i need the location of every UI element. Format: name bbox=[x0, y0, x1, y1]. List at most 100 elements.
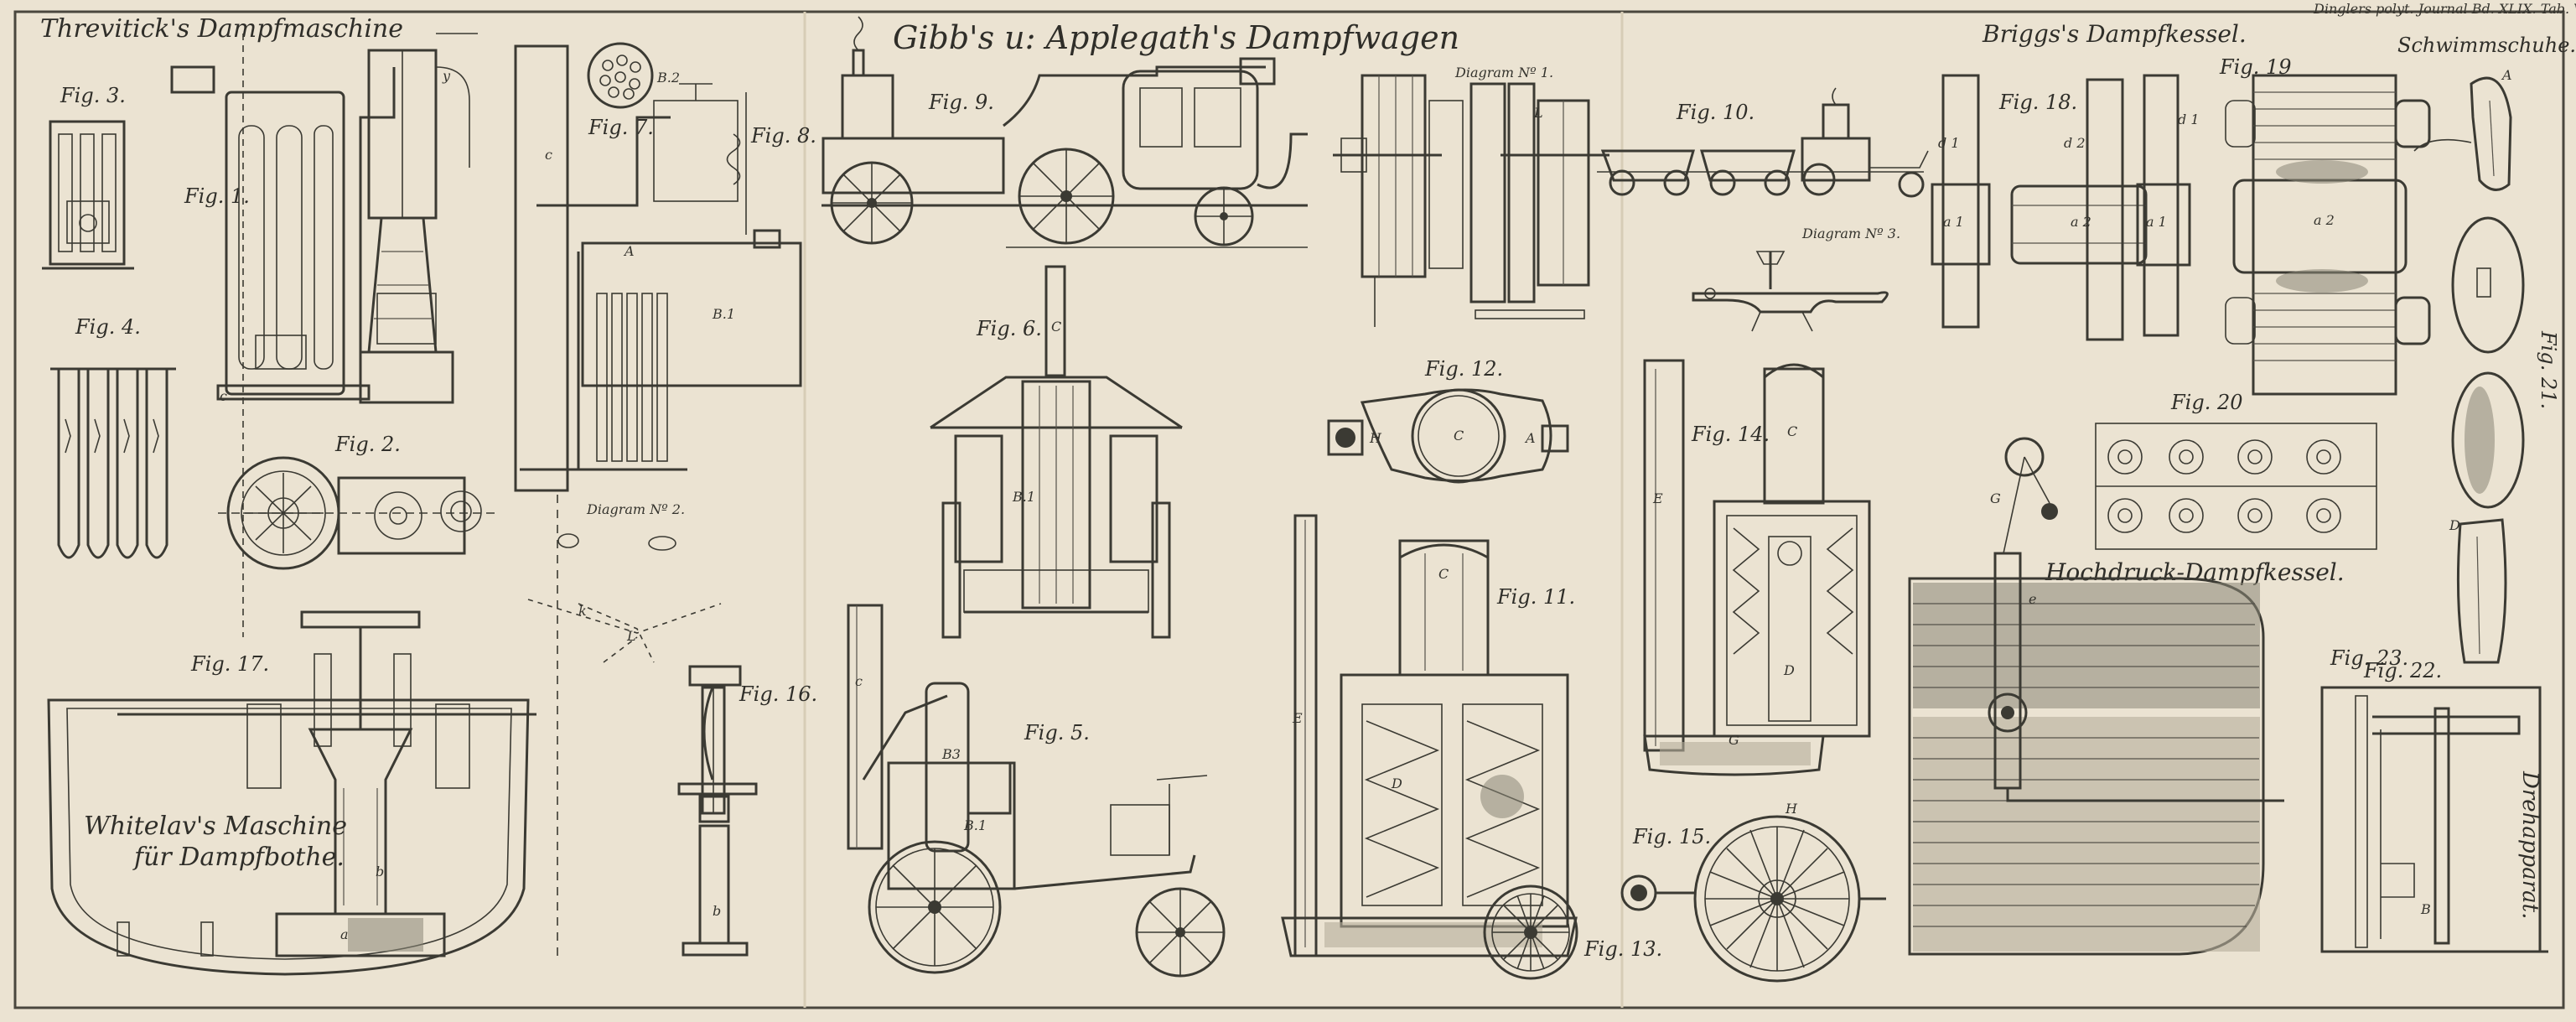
heading-dingler-journal: Dinglers polyt. Journal Bd. XLIX. Tab. V… bbox=[2313, 1, 2576, 17]
fig-15: Fig. 15. H bbox=[1620, 801, 1886, 983]
whitelaw-title-2: für Dampfbothe. bbox=[132, 843, 345, 872]
label-fig-9: Fig. 9. bbox=[928, 91, 994, 114]
letter-e-fig11: E bbox=[1292, 710, 1303, 726]
letter-a-fig7: A bbox=[623, 243, 635, 259]
label-fig-17: Fig. 17. bbox=[190, 652, 269, 676]
letter-c-fig11: C bbox=[1438, 566, 1449, 582]
fig-19: Fig. 19 a 2 bbox=[2219, 55, 2431, 396]
letter-h-fig15: H bbox=[1785, 801, 1798, 817]
letter-a2-fig18: a 2 bbox=[2071, 214, 2091, 230]
heading-briggs: Briggs's Dampfkessel. bbox=[1982, 20, 2247, 48]
letter-b2: B.2 bbox=[656, 70, 680, 86]
letter-b-fig17: b bbox=[376, 864, 384, 879]
letter-y: y bbox=[442, 68, 451, 84]
label-fig-23: Fig. 23. bbox=[2330, 646, 2408, 670]
label-fig-14: Fig. 14. bbox=[1691, 423, 1770, 446]
fig-12: Fig. 12. C H A bbox=[1327, 357, 1569, 484]
whitelaw-title-1: Whitelav's Maschine bbox=[84, 812, 347, 841]
label-diagram-1: Diagram Nº 1. bbox=[1454, 65, 1553, 80]
letter-a2-fig19: a 2 bbox=[2314, 212, 2335, 228]
label-fig-1: Fig. 1. bbox=[184, 184, 250, 208]
letter-d-fig21: D bbox=[2449, 517, 2460, 533]
label-diagram-3: Diagram Nº 3. bbox=[1801, 226, 1900, 241]
label-fig-15: Fig. 15. bbox=[1632, 825, 1711, 848]
label-fig-10: Fig. 10. bbox=[1676, 101, 1754, 124]
letter-g-fig14: G bbox=[1729, 732, 1739, 748]
label-fig-20: Fig. 20 bbox=[2170, 391, 2243, 414]
fig-10: Fig. 10. bbox=[1597, 87, 1929, 198]
letter-b-fig16: b bbox=[713, 903, 721, 919]
fig-21: Fig. 21. A D bbox=[2413, 67, 2560, 664]
letter-d1-fig18: d 1 bbox=[1938, 135, 1960, 151]
letter-a-fig17: a bbox=[340, 926, 349, 942]
hochdruck-title: Hochdruck-Dampfkessel. bbox=[2045, 558, 2345, 586]
fig-4: Fig. 4. bbox=[50, 315, 176, 559]
label-fig-22: Fig. 22. bbox=[2363, 659, 2442, 682]
letter-a1b-fig18: a 1 bbox=[2146, 214, 2167, 230]
heading-gibbs-applegath: Gibb's u: Applegath's Dampfwagen bbox=[893, 19, 1459, 56]
fig-14: Fig. 14. E C D G bbox=[1643, 359, 1871, 776]
label-fig-16: Fig. 16. bbox=[739, 682, 817, 706]
fig-20: Fig. 20 bbox=[2095, 391, 2377, 550]
heading-trevithick: Threvitick's Dampfmaschine bbox=[40, 14, 403, 44]
fig-5: Fig. 5. B3 B.1 c bbox=[847, 604, 1226, 978]
plate-border bbox=[13, 10, 2565, 1009]
letter-c-fig14: C bbox=[1787, 423, 1797, 439]
label-diagram-2: Diagram Nº 2. bbox=[586, 501, 685, 517]
fig-13: Fig. 13. bbox=[1483, 885, 1662, 980]
label-fig-3: Fig. 3. bbox=[60, 84, 126, 107]
fig-7-8: c B.2 Fig. 7. Fig. 8. B.1 A bbox=[514, 42, 816, 492]
label-fig-11: Fig. 11. bbox=[1496, 585, 1575, 609]
fig-22: Fig. 22. B Drehapparat. bbox=[2320, 659, 2548, 953]
fig-1: Fig. 1. y c bbox=[170, 33, 478, 637]
label-fig-4: Fig. 4. bbox=[75, 315, 141, 339]
letter-d2-fig18: d 2 bbox=[2064, 135, 2086, 151]
letter-e-fig23: e bbox=[2029, 591, 2036, 607]
label-fig-12: Fig. 12. bbox=[1424, 357, 1503, 381]
letter-a1-fig18: a 1 bbox=[1943, 214, 1964, 230]
letter-a-fig21: A bbox=[2501, 67, 2512, 83]
letter-b1-fig6: B.1 bbox=[1012, 489, 1035, 505]
fig-16: Fig. 16. b bbox=[677, 665, 817, 957]
letter-l-diag1: L bbox=[1533, 105, 1543, 121]
label-fig-21: Fig. 21. bbox=[2537, 330, 2560, 409]
label-fig-2: Fig. 2. bbox=[334, 433, 401, 456]
diagram-3: Diagram Nº 3. bbox=[1692, 226, 1900, 332]
letter-c-fig12: C bbox=[1454, 428, 1464, 444]
letter-d-fig14: D bbox=[1783, 662, 1795, 678]
fig-11: Fig. 11. C E D bbox=[1281, 514, 1578, 957]
letter-b1-fig7: B.1 bbox=[712, 306, 735, 322]
letter-c-fig1: c bbox=[220, 388, 227, 404]
letter-c-fig5: c bbox=[855, 673, 863, 689]
letter-l-diag2: L bbox=[626, 628, 636, 644]
fig-23: Hochdruck-Dampfkessel. Fig. 23. G e bbox=[1908, 437, 2408, 956]
letter-d1b-fig18: d 1 bbox=[2178, 112, 2200, 127]
letter-c-fig7: c bbox=[545, 147, 552, 163]
letter-k-diag2: k bbox=[578, 603, 587, 619]
letter-b1-fig5: B.1 bbox=[963, 817, 987, 833]
fig-3: Fig. 3. bbox=[42, 84, 134, 270]
letter-g-fig23: G bbox=[1990, 490, 2001, 506]
label-fig-8: Fig. 8. bbox=[750, 124, 816, 148]
diagram-1: Diagram Nº 1. L bbox=[1333, 65, 1609, 327]
letter-h-fig12: H bbox=[1369, 430, 1382, 446]
letter-d-fig11: D bbox=[1391, 776, 1402, 791]
label-fig-6: Fig. 6. bbox=[976, 317, 1042, 340]
label-fig-13: Fig. 13. bbox=[1583, 937, 1662, 961]
letter-c-fig6: C bbox=[1051, 319, 1061, 335]
letter-a-fig12: A bbox=[1524, 430, 1536, 446]
fig-17: Fig. 17. Whitelav's Maschine für Dampfbo… bbox=[47, 610, 536, 976]
label-fig-7: Fig. 7. bbox=[588, 116, 654, 139]
heading-schwimmschuhe: Schwimmschuhe. bbox=[2397, 34, 2576, 57]
fig-2: Fig. 2. bbox=[218, 433, 495, 570]
fig-6: Fig. 6. B.1 C bbox=[930, 265, 1183, 639]
label-fig-18: Fig. 18. bbox=[1998, 91, 2077, 114]
letter-e-fig14: E bbox=[1652, 490, 1663, 506]
drehapparat-title: Drehapparat. bbox=[2517, 770, 2542, 919]
fig-9: Fig. 9. bbox=[822, 16, 1308, 248]
letter-b-fig22: B bbox=[2420, 901, 2431, 917]
label-fig-5: Fig. 5. bbox=[1024, 721, 1090, 744]
fig-18: Fig. 18. d 1 a 1 d 2 a 2 d 1 a 1 bbox=[1931, 74, 2200, 341]
letter-b3-fig5: B3 bbox=[941, 746, 961, 762]
